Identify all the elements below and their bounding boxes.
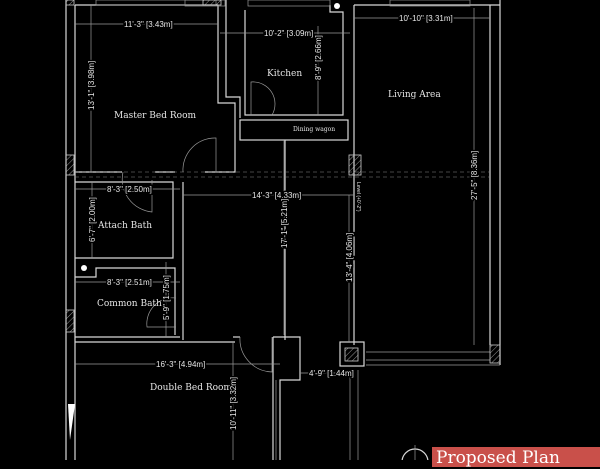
dim-common-width: 8'-3" [2.51m] [107, 278, 152, 287]
columns [65, 0, 501, 364]
dimension-labels: 11'-3" [3.43m] 13'-1" [3.98m] 10'-2" [3.… [86, 13, 481, 432]
room-label-kitchen: Kitchen [267, 69, 302, 79]
dim-kitchen-width: 10'-2" [3.09m] [264, 29, 313, 38]
dim-common-height: 5'-9" [1.75m] [162, 275, 171, 320]
room-labels: Master Bed Room Kitchen Living Area Dini… [97, 69, 441, 393]
dim-double-width: 16'-3" [4.94m] [156, 360, 205, 369]
dim-passage-width: 14'-3" [4.33m] [252, 191, 301, 200]
dim-double-height: 10'-11" [3.32m] [229, 377, 238, 430]
dim-master-height: 13'-1" [3.98m] [87, 61, 96, 110]
plan-title: Proposed Plan [432, 447, 600, 468]
room-label-double-bed: Double Bed Room [150, 383, 232, 393]
dim-attach-width: 8'-3" [2.50m] [107, 185, 152, 194]
dim-entry-width: 4'-9" [1.44m] [309, 369, 354, 378]
dimension-lines [75, 5, 490, 460]
dim-master-width: 11'-3" [3.43m] [124, 20, 173, 29]
dim-living-height: 27'-5" [8.36m] [470, 151, 479, 200]
fixture-icon [81, 265, 87, 271]
dim-attach-height: 6'-7" [2.00m] [88, 197, 97, 242]
room-label-master-bed: Master Bed Room [114, 111, 196, 121]
level-note: Level (+0'-2") [355, 182, 361, 212]
dim-living-width: 10'-10" [3.31m] [399, 14, 453, 23]
room-label-living: Living Area [388, 90, 441, 100]
room-label-common-bath: Common Bath [97, 299, 162, 309]
dim-kitchen-height: 8'-9" [2.66m] [314, 35, 323, 80]
room-label-dining: Dining wagon [293, 126, 335, 133]
room-label-attach-bath: Attach Bath [97, 221, 152, 231]
dim-living-lower-height: 13'-4" [4.06m] [345, 233, 354, 282]
doors [68, 3, 340, 440]
dim-passage-height: 17'-1" [5.21m] [280, 199, 289, 248]
section-marker [401, 445, 429, 460]
fixture-icon [334, 3, 340, 9]
